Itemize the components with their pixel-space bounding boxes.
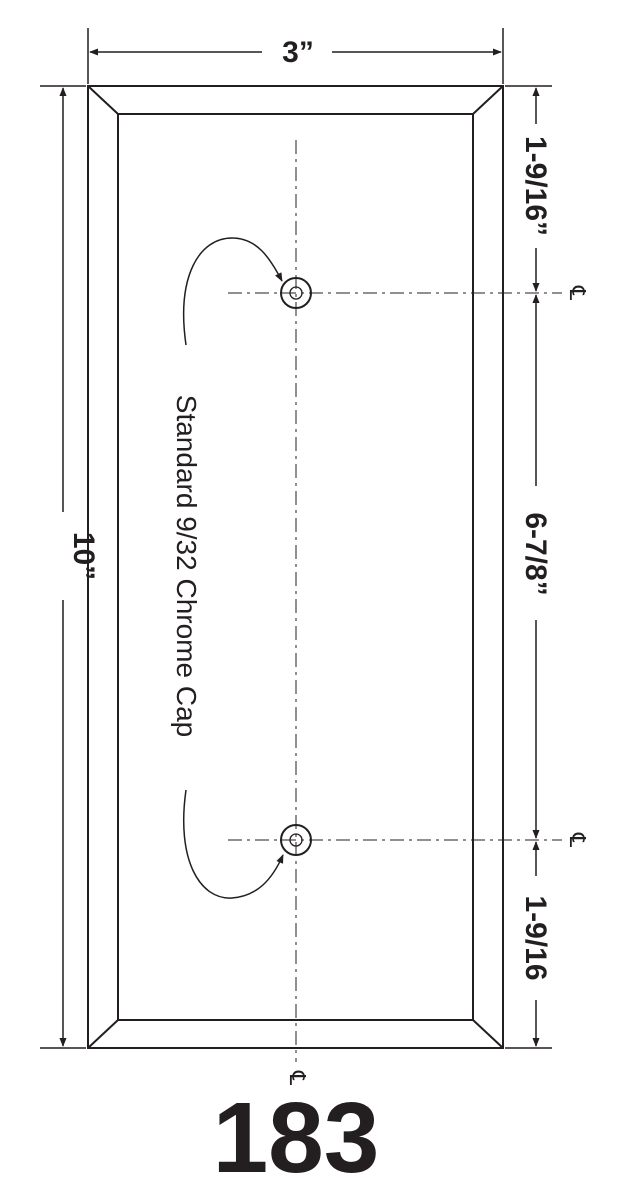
lower-screw-hole (280, 824, 312, 856)
callout-leader-lower (182, 789, 284, 899)
plate (87, 85, 504, 1049)
centerline-symbol-vertical: ℄ (285, 1070, 310, 1086)
bevel-bottom-right (472, 1019, 504, 1049)
hole-spacing-label: 6-7/8” (519, 512, 552, 595)
bottom-offset-label: 1-9/16 (519, 895, 552, 980)
top-offset-label: 1-9/16” (519, 136, 552, 236)
centerline-symbol-upper-hole: ℄ (565, 285, 590, 301)
width-label: 3” (282, 36, 314, 69)
plate-outer-edge (87, 85, 504, 1049)
bevel-bottom-left (87, 1019, 119, 1049)
plate-inner-face (117, 113, 474, 1021)
hardware-note: Standard 9/32 Chrome Cap (171, 395, 202, 737)
bevel-top-left (87, 85, 119, 115)
centerline-symbol-lower-hole: ℄ (565, 832, 590, 848)
height-dimension (40, 85, 86, 1049)
bevel-top-right (472, 85, 504, 115)
height-label: 10” (67, 532, 100, 580)
upper-screw-hole (280, 277, 312, 309)
width-dimension (87, 28, 504, 84)
centerlines (228, 140, 562, 1062)
part-number: 183 (213, 1082, 380, 1194)
right-extension-lines (505, 85, 552, 1049)
callout-leader-upper (182, 237, 283, 346)
